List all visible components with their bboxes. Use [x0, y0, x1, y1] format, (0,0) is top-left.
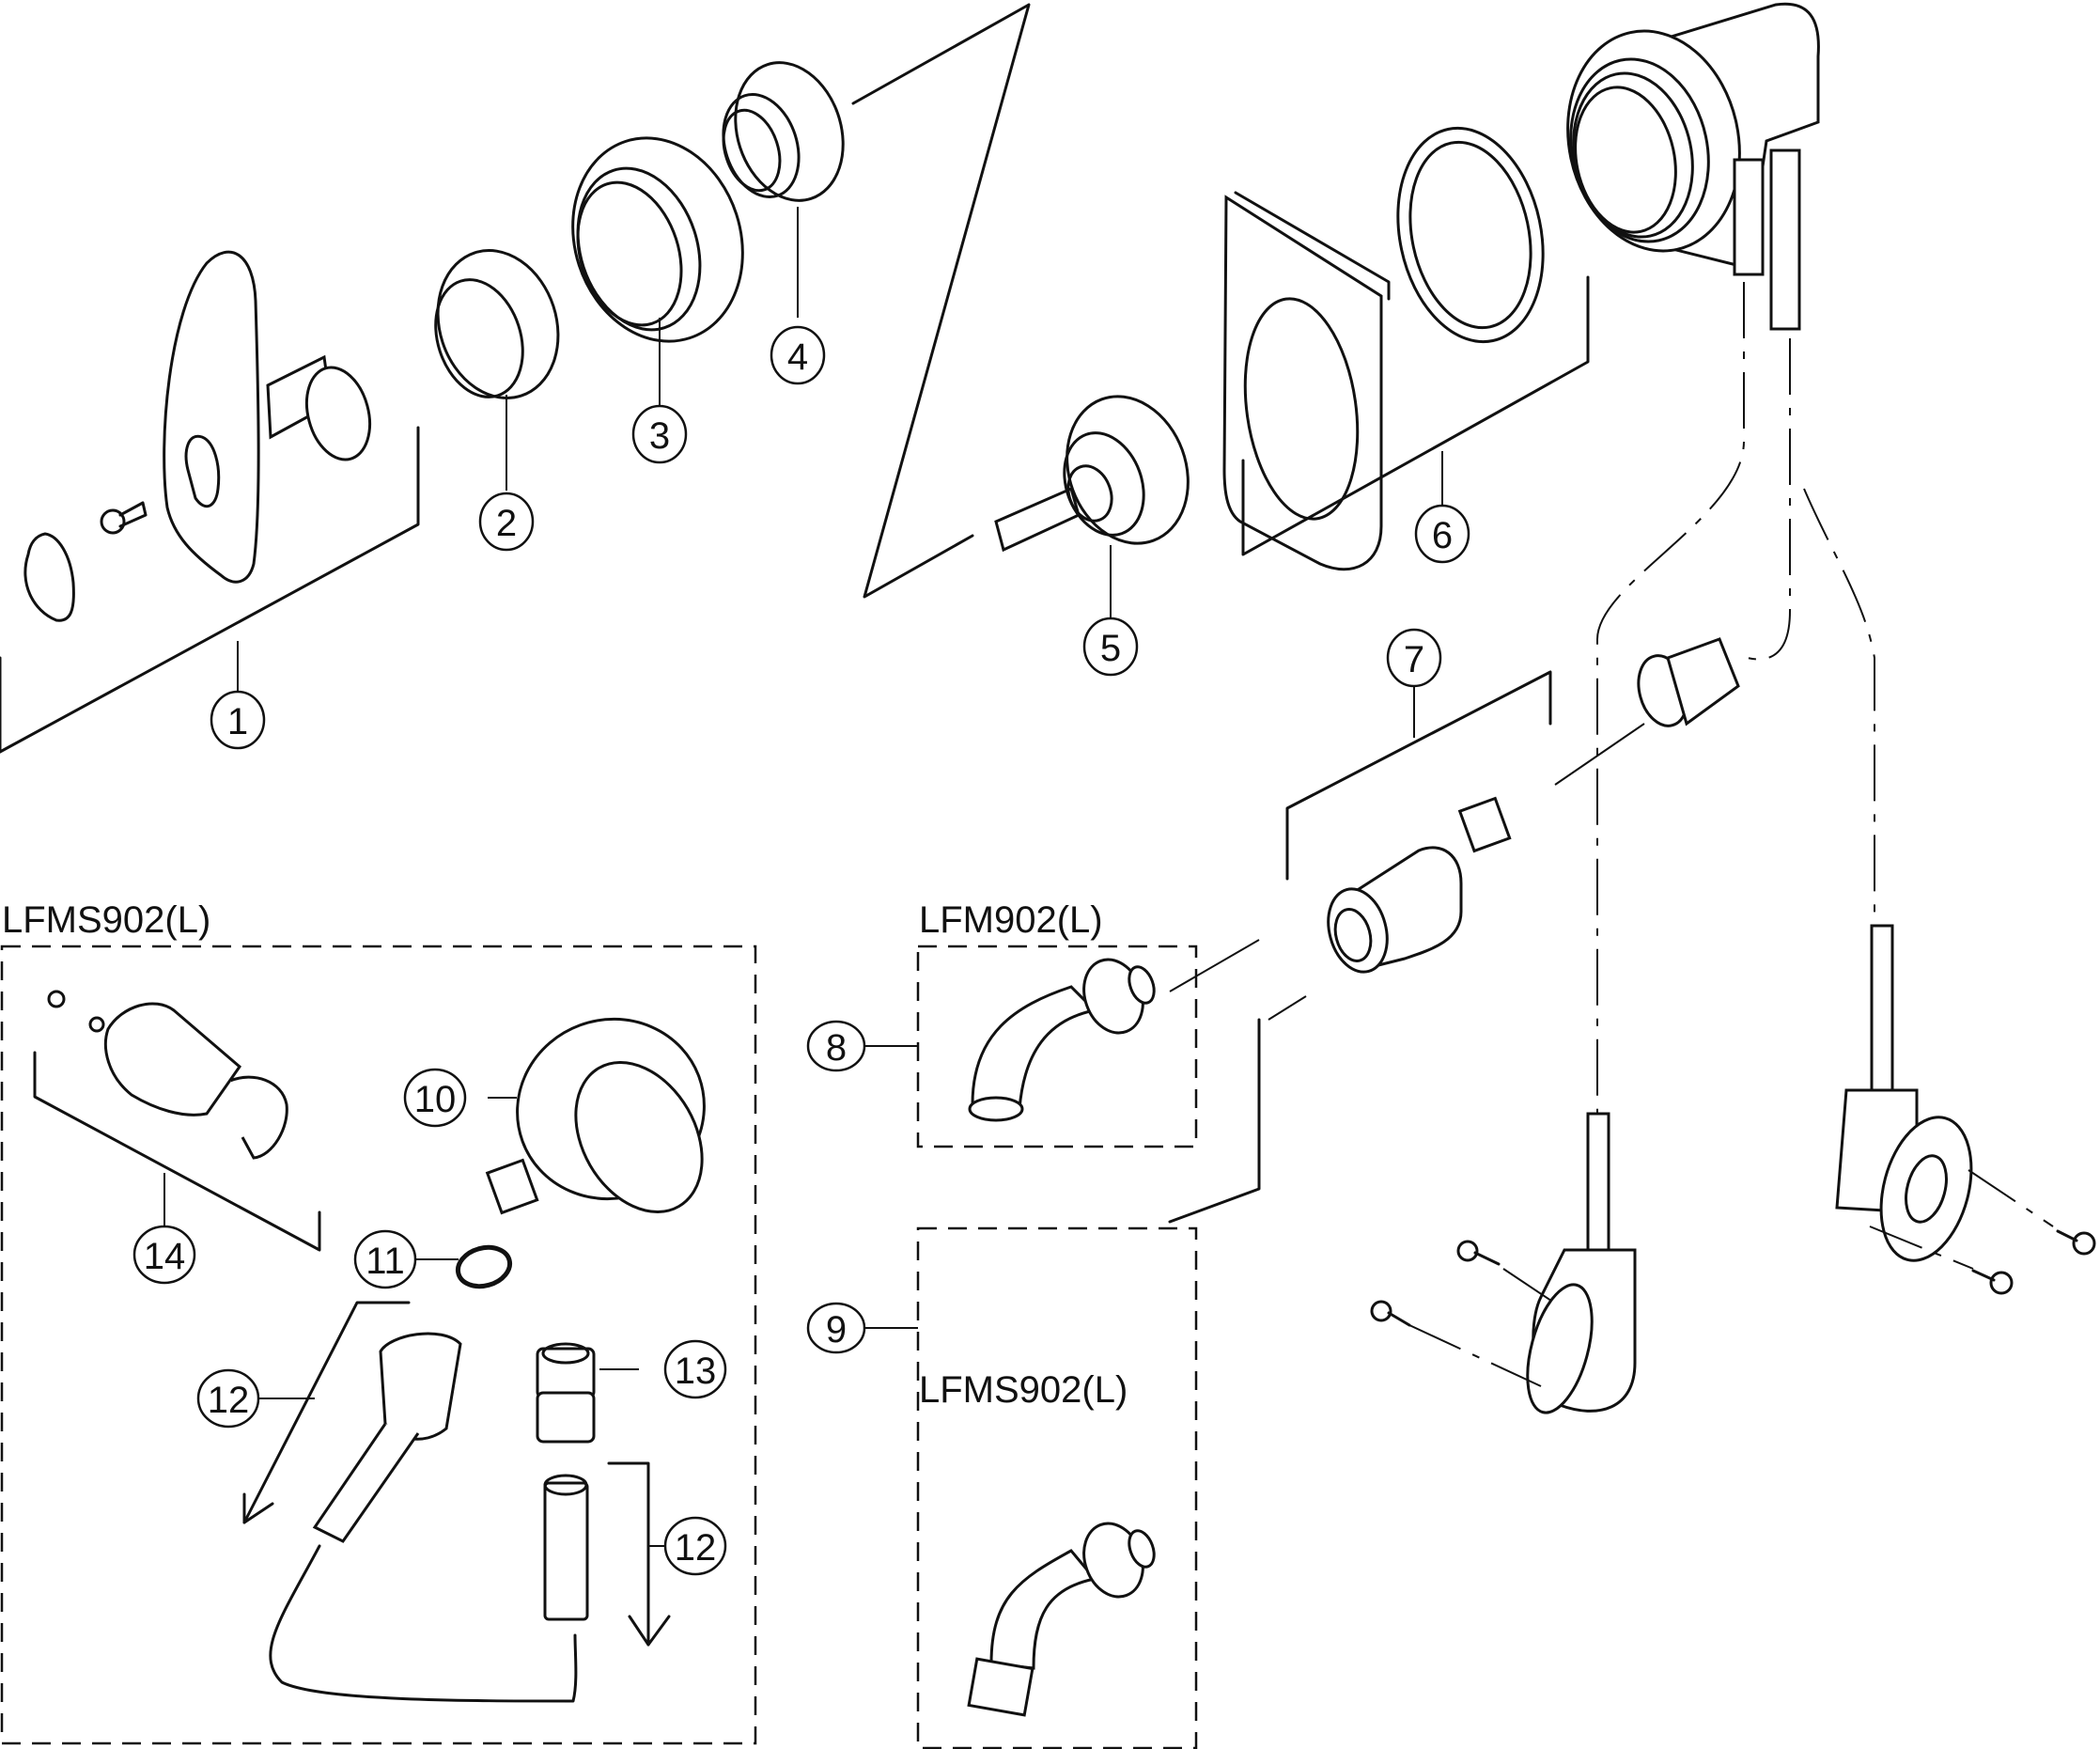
arrow-12a — [242, 1301, 411, 1524]
supply-elbow-left — [1370, 1112, 1637, 1414]
svg-text:3: 3 — [649, 415, 670, 457]
svg-text:6: 6 — [1432, 515, 1453, 556]
group-box-lfms902-spout — [916, 1226, 1198, 1749]
bracket-6 — [1241, 275, 1590, 556]
wall-bracket — [47, 990, 288, 1160]
svg-text:9: 9 — [826, 1309, 847, 1351]
svg-text:4: 4 — [787, 336, 808, 378]
callout-13: 13 — [663, 1339, 727, 1399]
routing-lines — [1554, 282, 1875, 1118]
callout-6: 6 — [1414, 504, 1470, 564]
bracket-14 — [33, 1051, 321, 1252]
supply-elbow-right — [1835, 924, 2096, 1295]
screw — [1370, 1300, 1411, 1327]
callout-2: 2 — [478, 492, 535, 552]
handle-cap — [23, 532, 75, 622]
hose-connector — [536, 1342, 596, 1444]
hand-shower-head — [485, 1017, 706, 1215]
screw — [2056, 1229, 2096, 1256]
svg-text:11: 11 — [366, 1241, 405, 1282]
handle-screw — [100, 501, 148, 535]
screw — [1971, 1269, 2014, 1295]
screw — [1456, 1240, 1501, 1266]
callout-4: 4 — [770, 325, 826, 385]
svg-text:1: 1 — [227, 701, 248, 742]
bracket-2-5 — [851, 3, 1031, 599]
group-box-lfm902 — [916, 945, 1198, 1148]
group-label-lfms902-spout: LFMS902(L) — [919, 1369, 1128, 1411]
callout-5: 5 — [1082, 617, 1139, 677]
svg-text:8: 8 — [826, 1027, 847, 1069]
svg-text:7: 7 — [1404, 639, 1424, 680]
lever-handle-with-escutcheon — [163, 250, 372, 584]
svg-text:12: 12 — [675, 1527, 717, 1569]
mounting-plate — [1222, 191, 1391, 571]
group-label-lfm902: LFM902(L) — [919, 899, 1103, 941]
gasket — [1396, 126, 1545, 344]
cartridge — [994, 395, 1190, 625]
bracket-7 — [1168, 663, 1552, 1224]
trim-ring — [434, 249, 560, 491]
hose — [269, 1332, 589, 1703]
callout-14: 14 — [132, 1225, 196, 1285]
callout-8: 8 — [806, 1020, 866, 1072]
svg-text:14: 14 — [144, 1236, 186, 1277]
callout-10: 10 — [403, 1068, 467, 1128]
valve-body — [1566, 2, 1820, 331]
callout-1: 1 — [210, 690, 266, 750]
callout-11: 11 — [353, 1229, 417, 1289]
callout-3: 3 — [631, 404, 688, 464]
bushing-nut — [722, 61, 845, 318]
svg-text:10: 10 — [414, 1079, 457, 1120]
group-box-lfms902-shower — [0, 945, 757, 1745]
svg-text:2: 2 — [496, 503, 517, 544]
spout-adapter-and-check-valve — [1327, 637, 1740, 974]
svg-text:13: 13 — [675, 1351, 717, 1392]
callout-12b: 12 — [663, 1516, 727, 1576]
spout-elbow — [968, 958, 1156, 1122]
svg-text:12: 12 — [208, 1380, 250, 1421]
callout-9: 9 — [806, 1302, 866, 1354]
bonnet-nut — [571, 136, 744, 409]
arrow-12b — [607, 1461, 671, 1647]
svg-text:5: 5 — [1100, 628, 1121, 669]
o-ring — [455, 1244, 513, 1289]
spout-elbow-threaded — [967, 1522, 1156, 1717]
callout-7: 7 — [1386, 628, 1442, 688]
group-label-lfms902-shower: LFMS902(L) — [2, 899, 210, 941]
callout-12a: 12 — [196, 1368, 260, 1429]
